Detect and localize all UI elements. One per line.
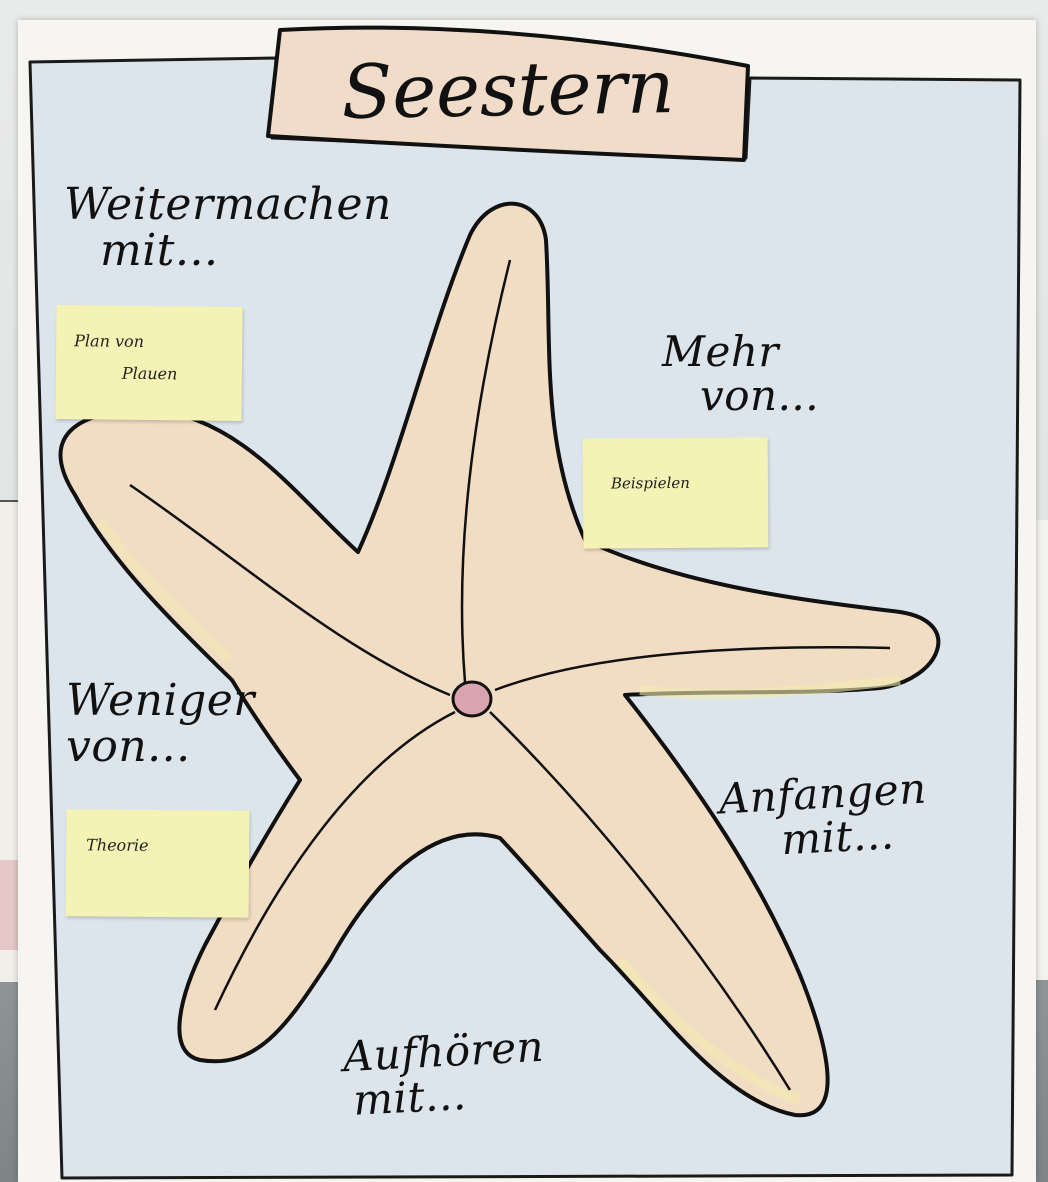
sticky-note-less: Theorie — [66, 809, 250, 918]
label-more-line1: Mehr — [662, 330, 819, 374]
label-less-line2: von... — [66, 724, 255, 770]
label-continue: Weitermachen mit... — [64, 182, 392, 274]
poster-title: Seestern — [267, 26, 749, 154]
label-continue-line2: mit... — [64, 228, 392, 274]
sticky-note-continue-line2: Plauen — [122, 364, 178, 384]
label-continue-line1: Weitermachen — [64, 182, 392, 228]
label-more-line2: von... — [662, 374, 819, 418]
label-start: Anfangen mit... — [718, 767, 930, 866]
label-less: Weniger von... — [66, 678, 255, 770]
label-stop: Aufhören mit... — [342, 1025, 548, 1124]
label-more: Mehr von... — [662, 330, 819, 418]
sticky-note-continue: Plan von Plauen — [55, 305, 242, 421]
sticky-note-more-text: Beispielen — [611, 474, 690, 493]
sticky-note-more: Beispielen — [583, 437, 769, 548]
starfish-center — [453, 682, 491, 716]
label-less-line1: Weniger — [66, 678, 255, 724]
sticky-note-less-text: Theorie — [86, 835, 148, 855]
sticky-note-continue-line1: Plan von — [74, 331, 144, 351]
